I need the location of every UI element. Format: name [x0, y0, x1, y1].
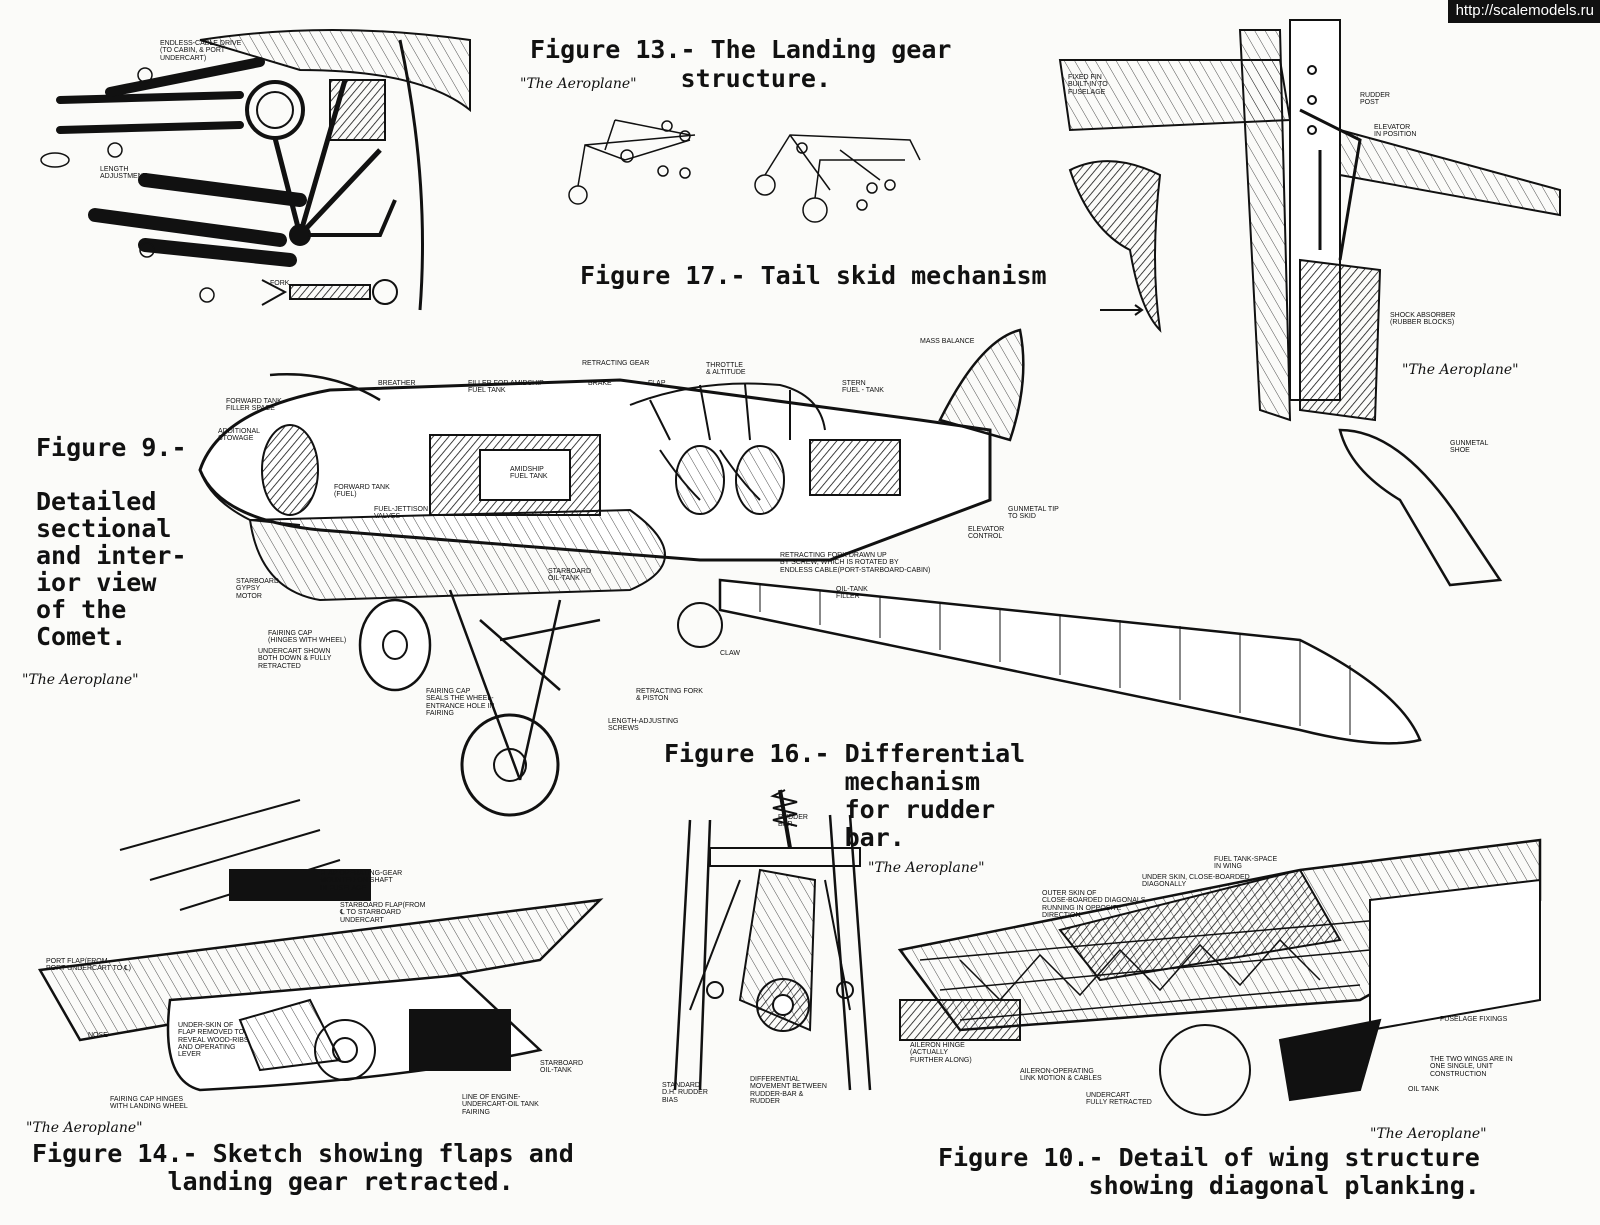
label-shock-absorber: SHOCK ABSORBER (RUBBER BLOCKS)	[1390, 312, 1456, 327]
label-fuselage-fixings: FUSELAGE FIXINGS	[1440, 1016, 1508, 1023]
label-starboard-gypsy: STARBOARD GYPSY MOTOR	[236, 578, 280, 600]
label-additional-stowage: ADDITIONAL STOWAGE	[218, 428, 261, 443]
label-length-screws: LENGTH-ADJUSTING SCREWS	[608, 718, 679, 733]
label-filler-amidship: FILLER FOR AMIDSHIP FUEL TANK	[468, 380, 544, 395]
fig13-schematic-2	[754, 134, 921, 223]
label-rudder-post: RUDDER POST	[1360, 92, 1390, 107]
label-flap-gear: FLAP OPERATING-GEAR MOUNTED ON SHAFT IN …	[320, 870, 403, 892]
label-fairing-cap-seals: FAIRING CAP SEALS THE WHEEL- ENTRANCE HO…	[426, 688, 495, 718]
fig16-caption: Figure 16.- Differential mechanism for r…	[664, 739, 1026, 852]
label-rudder-bar: RUDDER BAR	[778, 814, 808, 829]
credit-fig13: "The Aeroplane"	[520, 76, 637, 92]
label-mass-balance: MASS BALANCE	[920, 338, 975, 345]
label-retracting-piston: RETRACTING FORK & PISTON	[636, 688, 703, 703]
credit-fig14: "The Aeroplane"	[26, 1120, 143, 1136]
label-fuel-tank-space: FUEL TANK-SPACE IN WING	[1214, 856, 1278, 871]
label-undercart-retracted: UNDERCART FULLY RETRACTED	[1086, 1092, 1152, 1107]
fig13-schematic-1	[568, 119, 696, 205]
credit-fig17: "The Aeroplane"	[1402, 362, 1519, 378]
fig9-caption: Figure 9.-	[36, 433, 187, 462]
label-aileron-hinge: AILERON HINGE (ACTUALLY FURTHER ALONG)	[910, 1042, 972, 1064]
label-retracting-fork: RETRACTING FORK DRAWN UP BY SCREW, WHICH…	[780, 552, 931, 574]
label-oil-tank: OIL TANK	[1408, 1086, 1439, 1093]
label-port-flap: PORT FLAP(FROM PORT UNDERCART TO ℄)	[46, 958, 132, 973]
label-brake: BRAKE	[588, 380, 612, 387]
label-flap: FLAP	[648, 380, 666, 387]
label-fixed-fin: FIXED FIN BUILT-IN TO FUSELAGE	[1068, 74, 1108, 96]
label-under-skin-close: UNDER SKIN, CLOSE-BOARDED DIAGONALLY	[1142, 874, 1250, 889]
label-forward-tank-filler: FORWARD TANK FILLER SPACE	[226, 398, 282, 413]
label-stern-tank: STERN FUEL - TANK	[842, 380, 884, 395]
label-under-skin-flap: UNDER-SKIN OF FLAP REMOVED TO REVEAL WOO…	[178, 1022, 249, 1059]
fig13-main-drawing	[40, 29, 471, 311]
label-retracting-gear: RETRACTING GEAR	[582, 360, 650, 367]
label-amidship-tank: AMIDSHIP FUEL TANK	[510, 466, 548, 481]
label-starboard-oil-14: STARBOARD OIL-TANK	[540, 1060, 584, 1075]
label-standard-bias: STANDARD D.H. RUDDER BIAS	[662, 1082, 708, 1104]
credit-fig10: "The Aeroplane"	[1370, 1126, 1487, 1142]
label-starboard-flap: STARBOARD FLAP(FROM ℄ TO STARBOARD UNDER…	[340, 902, 426, 924]
label-two-wings: THE TWO WINGS ARE IN ONE SINGLE, UNIT CO…	[1430, 1056, 1513, 1078]
fig9-aircraft	[198, 328, 1422, 817]
label-endless-cable: ENDLESS-CABLE DRIVE (TO CABIN, & PORT UN…	[160, 40, 242, 62]
label-fuel-jettison: FUEL-JETTISON VALVES	[374, 506, 429, 521]
label-aileron-operating: AILERON-OPERATING LINK MOTION & CABLES	[1020, 1068, 1102, 1083]
label-starboard-oil: STARBOARD OIL-TANK	[548, 568, 592, 583]
credit-fig9: "The Aeroplane"	[22, 672, 139, 688]
fig13-caption: Figure 13.- The Landing gear structure.	[530, 35, 952, 93]
label-gunmetal-shoe: GUNMETAL SHOE	[1450, 440, 1489, 455]
label-elevator-position: ELEVATOR IN POSITION	[1374, 124, 1417, 139]
label-gunmetal-tip: GUNMETAL TIP TO SKID	[1008, 506, 1059, 521]
label-length-adjustment: LENGTH ADJUSTMENT	[100, 166, 148, 181]
label-breather: BREATHER	[378, 380, 416, 387]
fig14-caption: Figure 14.- Sketch showing flaps and lan…	[32, 1139, 574, 1196]
fig10-caption: Figure 10.- Detail of wing structure sho…	[938, 1143, 1480, 1200]
label-undercart-shown: UNDERCART SHOWN BOTH DOWN & FULLY RETRAC…	[258, 648, 332, 670]
fig16-drawing	[673, 789, 872, 1091]
label-forward-tank: FORWARD TANK (FUEL)	[334, 484, 390, 499]
credit-fig16: "The Aeroplane"	[868, 860, 985, 876]
fig14-drawing	[37, 799, 604, 1092]
label-fairing-cap: FAIRING CAP (HINGES WITH WHEEL)	[268, 630, 347, 645]
label-line-of-engine: LINE OF ENGINE- UNDERCART-OIL TANK FAIRI…	[462, 1094, 539, 1116]
label-oil-filler: OIL-TANK FILLER	[836, 586, 868, 601]
fig17-drawing	[1058, 19, 1561, 587]
label-claw: CLAW	[720, 650, 740, 657]
label-outer-skin: OUTER SKIN OF CLOSE-BOARDED DIAGONALS RU…	[1042, 890, 1146, 920]
fig10-drawing	[897, 838, 1542, 1116]
label-nose: NOSE	[88, 1032, 108, 1039]
label-fork: FORK	[270, 280, 290, 287]
watermark-url[interactable]: http://scalemodels.ru	[1447, 0, 1600, 23]
fig17-caption: Figure 17.- Tail skid mechanism	[580, 261, 1047, 290]
label-differential-movement: DIFFERENTIAL MOVEMENT BETWEEN RUDDER-BAR…	[750, 1076, 827, 1106]
label-throttle: THROTTLE & ALTITUDE	[706, 362, 746, 377]
label-elevator-control: ELEVATOR CONTROL	[968, 526, 1005, 541]
fig9-subtitle: Detailed sectional and inter- ior view o…	[36, 487, 187, 651]
label-fairing-hinges: FAIRING CAP HINGES WITH LANDING WHEEL	[110, 1096, 188, 1111]
